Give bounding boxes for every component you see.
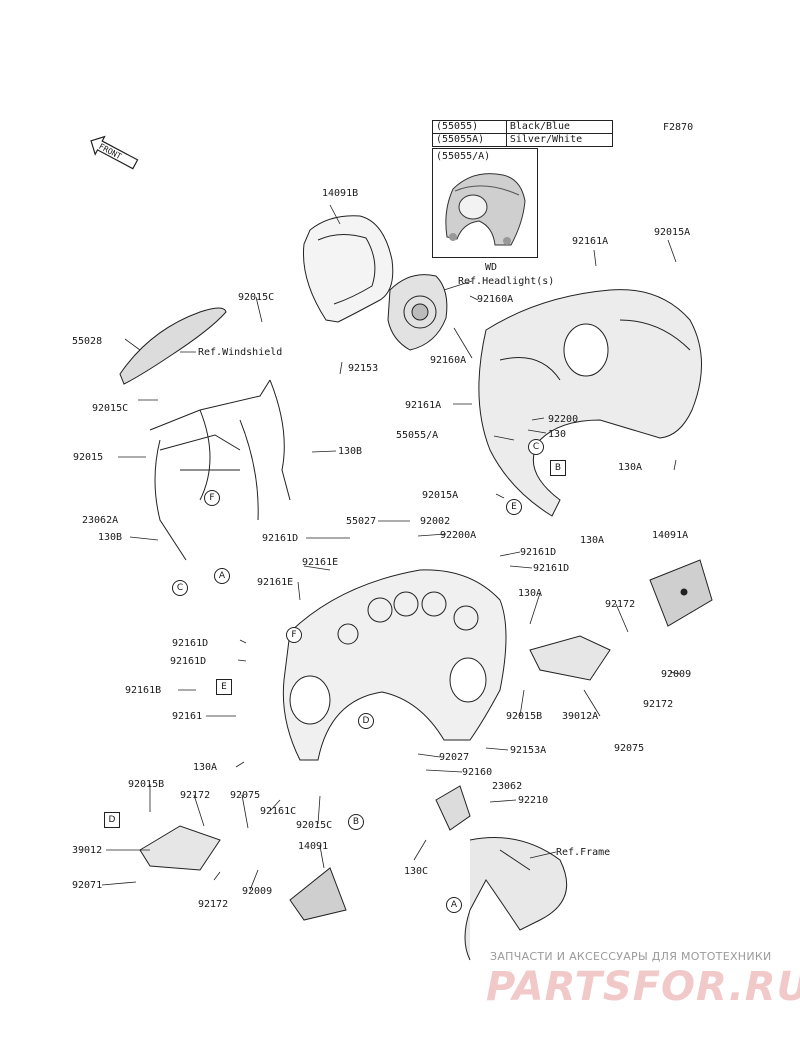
part-label: 92160 <box>462 767 493 778</box>
part-label: 92075 <box>614 743 645 754</box>
part-label: 92015C <box>296 820 333 831</box>
pocket-part <box>529 635 611 681</box>
ref-label: Ref.Windshield <box>198 347 283 358</box>
part-label: 92172 <box>605 599 636 610</box>
callout-b: B <box>550 460 566 476</box>
part-label: 92160A <box>430 355 467 366</box>
part-label: 92015A <box>422 490 459 501</box>
part-label: 39012A <box>562 711 599 722</box>
part-label: 92161D <box>520 547 557 558</box>
part-label: 55055/A <box>396 430 439 441</box>
part-label: 92153A <box>510 745 547 756</box>
callout-b: B <box>348 814 364 830</box>
watermark-tagline: ЗАПЧАСТИ И АКСЕССУАРЫ ДЛЯ МОТОТЕХНИКИ <box>490 950 772 963</box>
part-label: 130B <box>338 446 363 457</box>
part-label: 92172 <box>643 699 674 710</box>
pocket-part <box>139 825 221 871</box>
part-label: 92161D <box>262 533 299 544</box>
part-label: 92161E <box>257 577 294 588</box>
part-label: 92161E <box>302 557 339 568</box>
part-label: 92210 <box>518 795 549 806</box>
part-label: 14091 <box>298 841 329 852</box>
part-label: 130A <box>518 588 543 599</box>
part-label: 92161C <box>260 806 297 817</box>
part-label: 92161D <box>533 563 570 574</box>
part-label: 55027 <box>346 516 377 527</box>
part-label: 130A <box>618 462 643 473</box>
part-label: 92172 <box>180 790 211 801</box>
callout-e: E <box>216 679 232 695</box>
callout-c: C <box>172 580 188 596</box>
part-label: 130A <box>580 535 605 546</box>
color-code: (55055A) <box>432 133 507 147</box>
top-cover-part <box>119 307 227 385</box>
part-label: 130 <box>548 429 567 440</box>
part-label: 92002 <box>420 516 451 527</box>
part-label: 92015C <box>92 403 129 414</box>
inset-label: (55055/A) <box>436 151 491 162</box>
part-label: 130B <box>98 532 123 543</box>
part-label: 39012 <box>72 845 103 856</box>
bracket-frame-part <box>149 379 291 561</box>
part-label: 92161A <box>405 400 442 411</box>
ref-label: Ref.Frame <box>556 847 611 858</box>
part-label: 92161B <box>125 685 162 696</box>
part-label: 92153 <box>348 363 379 374</box>
part-label: 92200A <box>440 530 477 541</box>
part-label: 92015 <box>73 452 104 463</box>
part-label: 92161 <box>172 711 203 722</box>
inset-box: (55055/A) <box>432 148 538 258</box>
part-label: 92015A <box>654 227 691 238</box>
part-label: 55028 <box>72 336 103 347</box>
part-label: 92161D <box>170 656 207 667</box>
figure-code: F2870 <box>663 122 694 133</box>
callout-e: E <box>506 499 522 515</box>
fairing-inset-image <box>445 173 526 246</box>
callout-f: F <box>204 490 220 506</box>
part-label: 92009 <box>242 886 273 897</box>
part-label: 92172 <box>198 899 229 910</box>
outer-fairing-part <box>478 289 702 517</box>
inner-shell-part <box>303 215 394 323</box>
front-arrow-icon: FRONT <box>84 128 144 178</box>
part-label: 23062A <box>82 515 119 526</box>
part-label: 92071 <box>72 880 103 891</box>
part-label: 92160A <box>477 294 514 305</box>
callout-f: F <box>286 627 302 643</box>
part-label: 23062 <box>492 781 523 792</box>
color-table: (55055) Black/Blue (55055A) Silver/White <box>432 120 614 147</box>
speaker-cover-part <box>289 867 347 921</box>
callout-d: D <box>358 713 374 729</box>
part-label: 92015B <box>128 779 165 790</box>
inner-fairing-part <box>282 569 507 761</box>
part-label: 130A <box>193 762 218 773</box>
part-label: 92015B <box>506 711 543 722</box>
callout-c: C <box>528 439 544 455</box>
part-label: 92015C <box>238 292 275 303</box>
inset-caption: WD <box>485 262 498 273</box>
part-label: 14091B <box>322 188 359 199</box>
color-row: (55055A) Silver/White <box>432 133 614 147</box>
callout-a: A <box>446 897 462 913</box>
part-label: 130C <box>404 866 429 877</box>
part-label: 92075 <box>230 790 261 801</box>
frame-part <box>464 837 568 961</box>
watermark-brand: PARTSFOR.RU <box>486 964 800 1010</box>
part-label: 92200 <box>548 414 579 425</box>
ref-label: Ref.Headlight(s) <box>458 276 555 287</box>
part-label: 92161D <box>172 638 209 649</box>
callout-a: A <box>214 568 230 584</box>
part-label: 92027 <box>439 752 470 763</box>
color-name: Silver/White <box>505 133 614 147</box>
part-label: 92009 <box>661 669 692 680</box>
part-label: 14091A <box>652 530 689 541</box>
bracket-part <box>435 785 471 831</box>
callout-d: D <box>104 812 120 828</box>
part-label: 92161A <box>572 236 609 247</box>
